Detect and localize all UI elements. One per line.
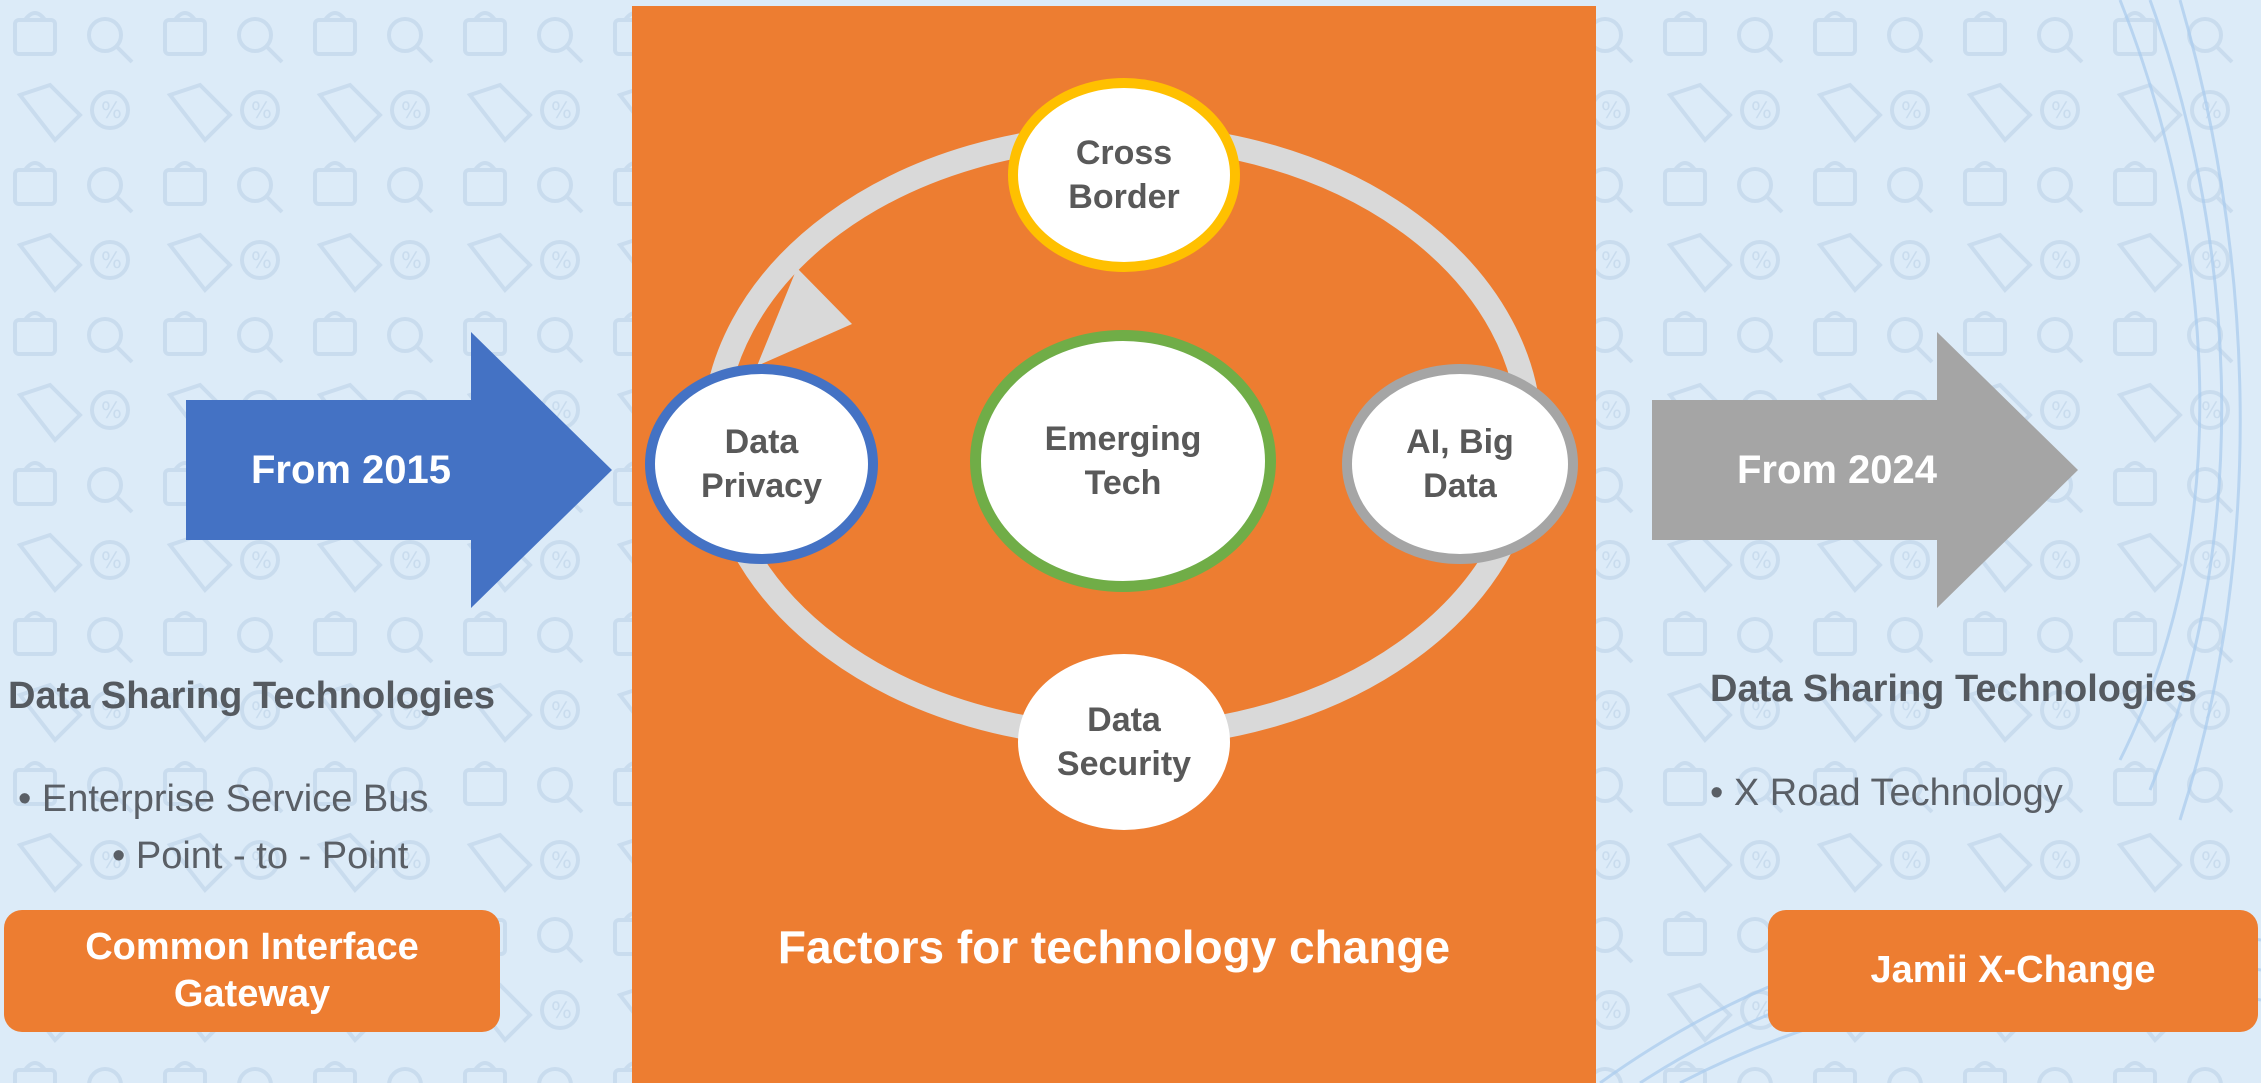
left-arrow [186, 332, 612, 608]
right-arrow [1652, 332, 2078, 608]
cycle-arrowhead [757, 268, 852, 366]
right-bullet-1: • X Road Technology [1710, 772, 2063, 814]
jamii-x-change-box: Jamii X-Change [1768, 910, 2258, 1032]
node-emerging-tech: Emerging Tech [970, 330, 1276, 592]
node-ai-big-data: AI, Big Data [1342, 364, 1578, 564]
node-data-privacy: Data Privacy [645, 364, 878, 564]
left-bullet-1: • Enterprise Service Bus [18, 778, 429, 820]
right-heading: Data Sharing Technologies [1710, 668, 2198, 710]
node-data-security: Data Security [1018, 654, 1230, 830]
left-arrow-label: From 2015 [250, 447, 452, 492]
common-interface-gateway-box: Common Interface Gateway [4, 910, 500, 1032]
right-arrow-label: From 2024 [1736, 447, 1938, 492]
panel-title: Factors for technology change [777, 921, 1451, 973]
left-bullet-2: • Point - to - Point [112, 835, 409, 877]
left-heading: Data Sharing Technologies [8, 675, 496, 717]
node-cross-border: Cross Border [1008, 78, 1240, 272]
